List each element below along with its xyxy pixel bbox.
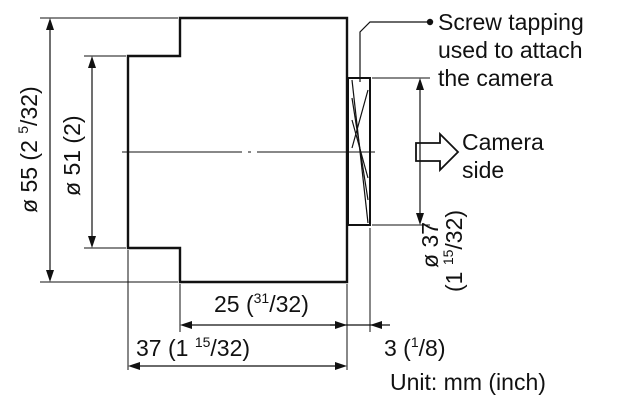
arrowhead <box>416 213 424 225</box>
dim-label-len25: 25 (31/32) <box>214 290 309 317</box>
dim-label-len3: 3 (1/8) <box>384 334 446 361</box>
thread-diagonal <box>351 119 369 179</box>
callout-leader <box>359 21 430 82</box>
callout-dot <box>426 18 434 26</box>
arrowhead <box>335 362 347 370</box>
callout-text-line2: used to attach <box>438 37 583 63</box>
arrowhead <box>88 56 96 68</box>
unit-label: Unit: mm (inch) <box>390 369 546 395</box>
dim-label-d37: ø 37 <box>417 222 443 268</box>
dim-label-d51: ø 51 (2) <box>59 115 85 196</box>
arrowhead <box>46 18 54 30</box>
camera-side-label-line1: Camera <box>462 129 544 155</box>
arrowhead <box>370 321 382 329</box>
camera-side-arrow-icon <box>415 131 460 173</box>
dim-label-d37-inch: (1 15/32) <box>440 210 467 292</box>
arrowhead <box>128 362 140 370</box>
arrowhead <box>416 78 424 90</box>
arrowhead <box>46 270 54 282</box>
thread-diagonal <box>351 89 369 149</box>
camera-side-label-line2: side <box>462 157 504 183</box>
dim-label-len37: 37 (1 15/32) <box>136 334 250 361</box>
body-outline <box>126 16 349 284</box>
dim-label-d55: ø 55 (2 5/32) <box>15 86 42 213</box>
arrowhead <box>180 321 192 329</box>
callout-text-line1: Screw tapping <box>438 9 584 35</box>
arrowhead <box>88 236 96 248</box>
callout-text-line3: the camera <box>438 65 553 91</box>
